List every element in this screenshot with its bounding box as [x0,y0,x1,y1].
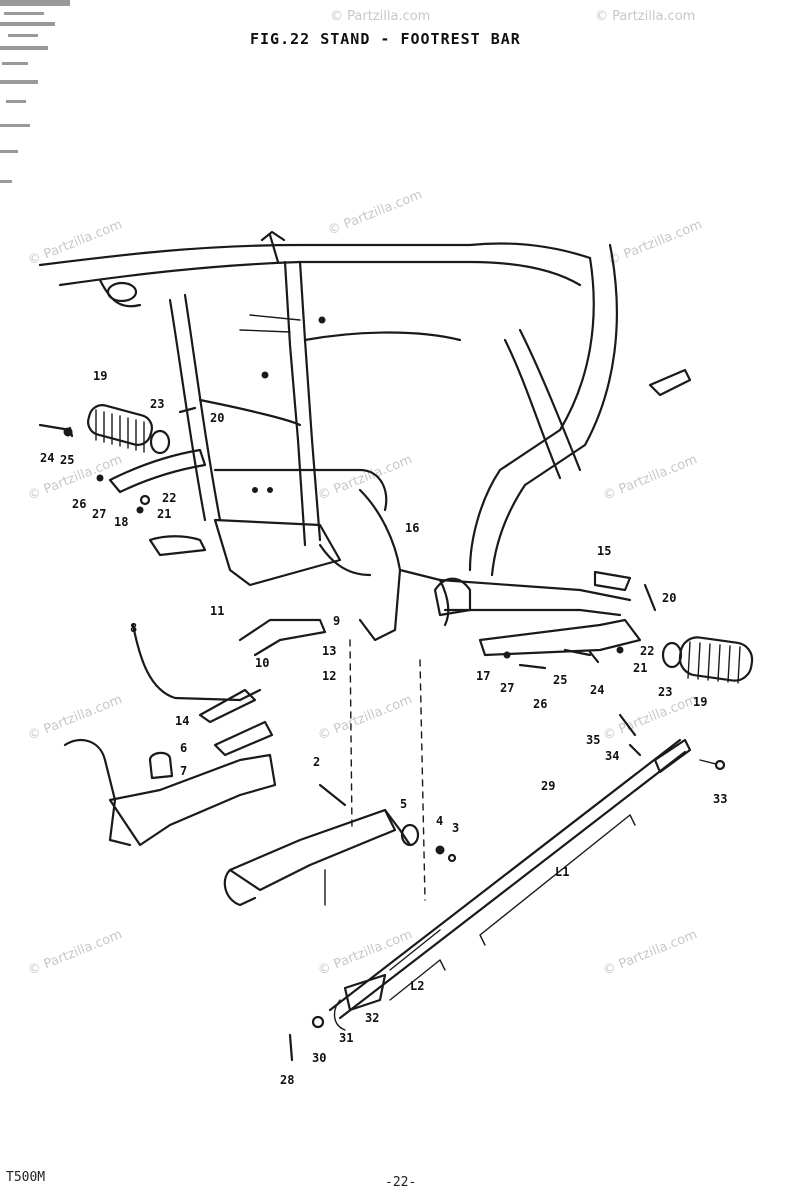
callout-label: 3 [452,821,459,835]
callout-label: 23 [658,685,672,699]
watermark-text: © Partzilla.com [26,692,125,743]
callout-label: 15 [597,544,611,558]
watermark-text: © Partzilla.com [330,9,430,24]
callout-label: 11 [210,604,224,618]
page-number: -22- [385,1175,417,1190]
callout-label: 30 [312,1051,326,1065]
callout-label: 13 [322,644,336,658]
callout-label: 23 [150,397,164,411]
watermark-text: © Partzilla.com [595,9,695,24]
callout-label: 8 [130,621,137,635]
right-footrest-assembly [433,570,754,684]
callout-label: 6 [180,741,187,755]
footrest-bar-rod [288,713,726,1062]
model-code: T500M [6,1170,46,1185]
callout-label: 24 [40,451,54,465]
watermark-text: © Partzilla.com [606,217,705,268]
callout-label: 19 [693,695,707,709]
frame-drawing [38,230,692,642]
watermark-text: © Partzilla.com [601,927,700,978]
callout-label: L1 [555,865,569,879]
callout-label: 9 [333,614,340,628]
scan-noise [0,0,70,183]
callout-label: 29 [541,779,555,793]
watermark-text: © Partzilla.com [601,452,700,503]
callout-label: 26 [72,497,86,511]
callout-label: 17 [476,669,490,683]
callout-label: 35 [586,733,600,747]
watermark-text: © Partzilla.com [26,927,125,978]
callout-label: 7 [180,764,187,778]
callout-label: 32 [365,1011,379,1025]
callout-label: 28 [280,1073,294,1087]
stand-assembly [63,618,457,907]
callout-label: 21 [633,661,647,675]
watermark-layer: © Partzilla.com © Partzilla.com © Partzi… [26,9,705,979]
callout-label: 5 [400,797,407,811]
callout-label: 27 [92,507,106,521]
callout-label: 21 [157,507,171,521]
callout-label: 20 [210,411,224,425]
callout-label: 16 [405,521,419,535]
callout-label: 31 [339,1031,353,1045]
callout-label: 24 [590,683,604,697]
callout-label: 10 [255,656,269,670]
callout-label: 22 [162,491,176,505]
callout-label: 27 [500,681,514,695]
figure-title: FIG.22 STAND - FOOTREST BAR [250,30,521,48]
callout-label: 2 [313,755,320,769]
left-footrest-assembly [38,404,207,514]
callout-labels: 19 23 20 24 25 26 27 18 22 21 15 20 11 9… [40,369,727,1087]
callout-label: 25 [553,673,567,687]
callout-label: 33 [713,792,727,806]
callout-label: 19 [93,369,107,383]
callout-label: 25 [60,453,74,467]
callout-label: 18 [114,515,128,529]
callout-label: 14 [175,714,189,728]
watermark-text: © Partzilla.com [601,692,700,743]
callout-label: 26 [533,697,547,711]
callout-label: L2 [410,979,424,993]
callout-label: 12 [322,669,336,683]
callout-label: 22 [640,644,654,658]
callout-label: 4 [436,814,443,828]
watermark-text: © Partzilla.com [316,692,415,743]
callout-label: 34 [605,749,619,763]
watermark-text: © Partzilla.com [326,187,425,238]
callout-label: 20 [662,591,676,605]
